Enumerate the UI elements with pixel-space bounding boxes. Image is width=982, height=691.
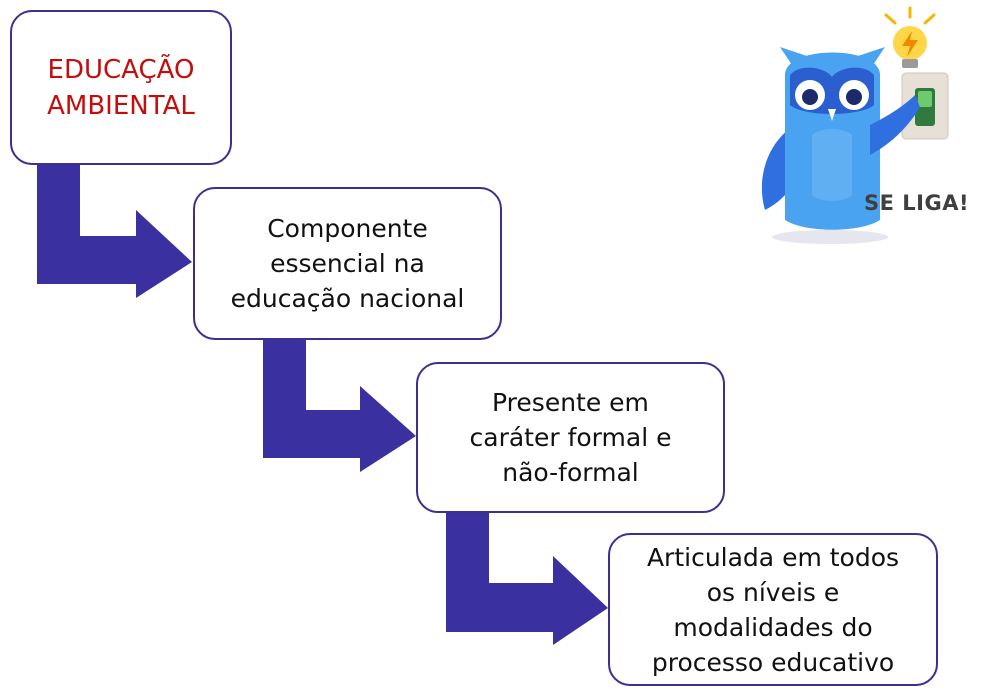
arrow-step-2-to-3 <box>263 335 416 472</box>
arrow-step-3-to-4 <box>446 508 608 645</box>
lightbulb-icon <box>884 6 936 68</box>
owl-mascot-icon <box>761 6 949 244</box>
step-3-text: Presente em caráter formal e não-formal <box>469 388 672 487</box>
arrow-step-1-to-2 <box>37 160 192 298</box>
step-box-articulada-niveis: Articulada em todos os níveis e modalida… <box>608 533 938 686</box>
step-1-text: EDUCAÇÃO AMBIENTAL <box>47 54 195 121</box>
step-box-educacao-ambiental: EDUCAÇÃO AMBIENTAL <box>10 10 232 165</box>
step-box-componente-essencial: Componente essencial na educação naciona… <box>193 187 502 340</box>
step-2-text: Componente essencial na educação naciona… <box>230 214 465 313</box>
step-box-carater-formal: Presente em caráter formal e não-formal <box>416 362 725 513</box>
se-liga-caption: SE LIGA! <box>864 191 970 215</box>
light-switch-icon <box>901 72 949 140</box>
step-4-text: Articulada em todos os níveis e modalida… <box>646 542 900 677</box>
